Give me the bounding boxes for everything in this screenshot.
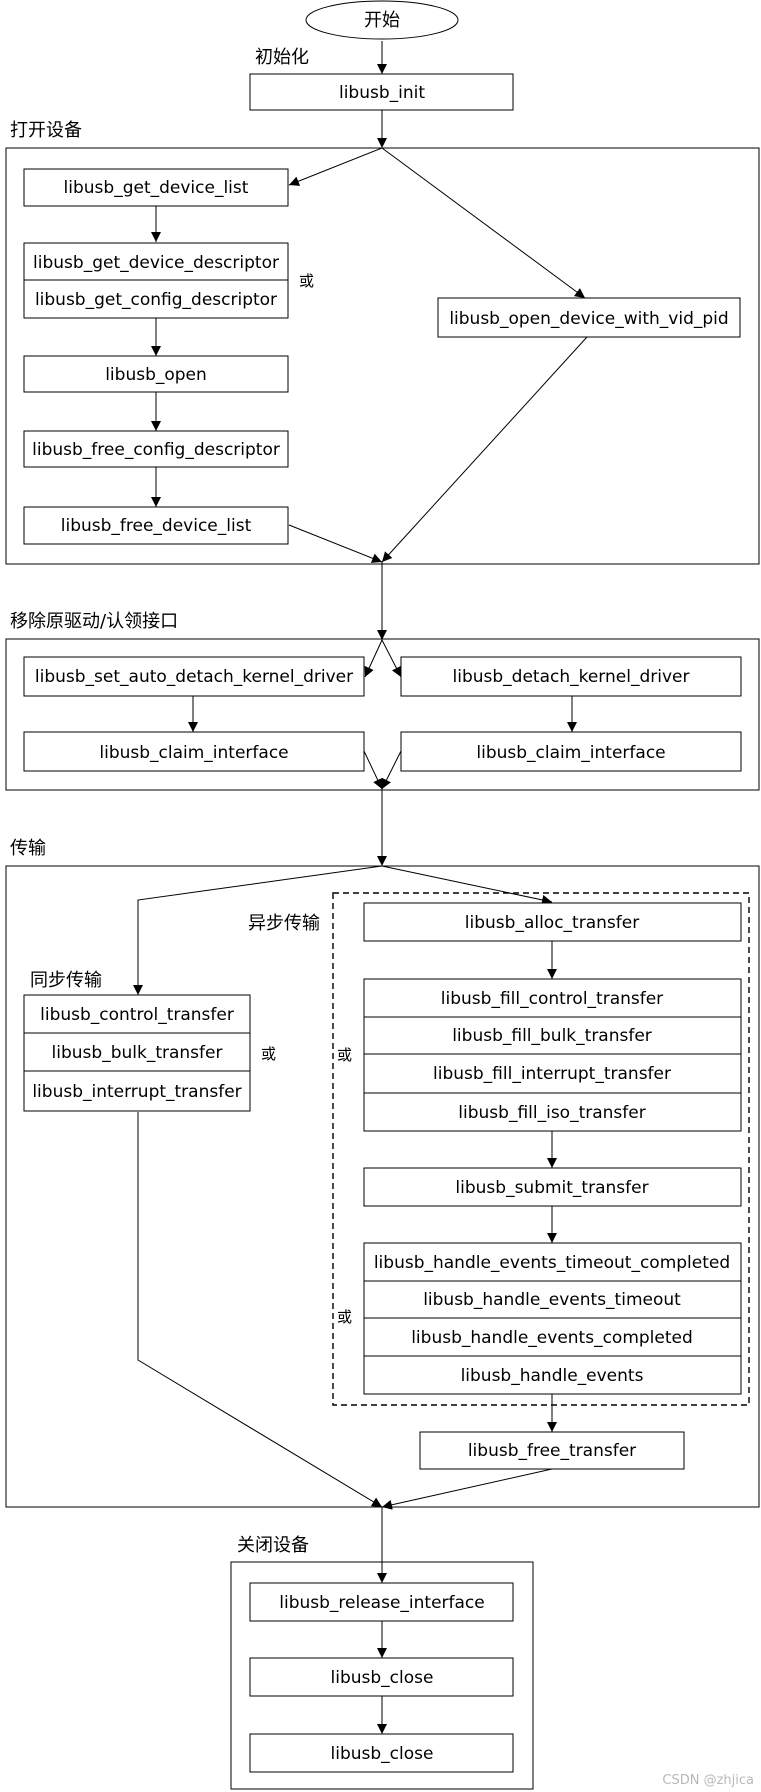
node-alloc-transfer: libusb_alloc_transfer — [465, 913, 639, 933]
node-fill-control-transfer: libusb_fill_control_transfer — [441, 989, 663, 1009]
node-close-2-box — [249, 1733, 514, 1773]
node-interrupt-transfer-box — [23, 1070, 251, 1112]
node-claim-interface-left: libusb_claim_interface — [99, 743, 288, 763]
watermark: CSDN @zhjica — [662, 1773, 754, 1788]
section-title-detach: 移除原驱动/认领接口 — [10, 611, 178, 632]
node-fill-interrupt-transfer: libusb_fill_interrupt_transfer — [433, 1064, 671, 1084]
or-label-fill: 或 — [337, 1046, 352, 1064]
section-title-open: 打开设备 — [10, 120, 82, 141]
node-handle-events: libusb_handle_events — [461, 1366, 644, 1386]
node-interrupt-transfer: libusb_interrupt_transfer — [32, 1082, 241, 1102]
node-free-config-descriptor-box — [23, 430, 289, 468]
node-claim-interface-left-box — [23, 731, 365, 772]
node-free-device-list-box — [23, 506, 289, 545]
start-node — [305, 0, 459, 40]
node-free-transfer: libusb_free_transfer — [468, 1441, 636, 1461]
or-label-sync: 或 — [261, 1045, 276, 1063]
node-fill-iso-transfer-box — [363, 1092, 742, 1132]
node-get-config-descriptor: libusb_get_config_descriptor — [35, 290, 277, 310]
node-fill-bulk-transfer-box — [363, 1016, 742, 1055]
node-detach-kernel-driver-box — [400, 656, 742, 697]
start-label: 开始 — [364, 10, 400, 31]
node-free-device-list: libusb_free_device_list — [61, 516, 252, 536]
node-get-config-descriptor-box — [23, 279, 289, 319]
node-fill-iso-transfer: libusb_fill_iso_transfer — [458, 1103, 645, 1123]
node-fill-interrupt-transfer-box — [363, 1053, 742, 1094]
node-handle-events-box — [363, 1355, 742, 1395]
node-handle-events-completed: libusb_handle_events_completed — [411, 1328, 693, 1348]
connectors — [133, 41, 588, 1734]
node-bulk-transfer-box — [23, 1032, 251, 1072]
section-title-init: 初始化 — [255, 47, 309, 68]
node-submit-transfer: libusb_submit_transfer — [455, 1178, 648, 1198]
section-title-async: 异步传输 — [248, 913, 320, 934]
node-open: libusb_open — [105, 365, 207, 385]
node-get-device-list: libusb_get_device_list — [64, 178, 249, 198]
node-close-2: libusb_close — [331, 1744, 434, 1764]
node-alloc-transfer-box — [363, 902, 742, 942]
node-get-device-descriptor-box — [23, 242, 289, 281]
node-fill-bulk-transfer: libusb_fill_bulk_transfer — [452, 1026, 652, 1046]
or-label-events: 或 — [337, 1308, 352, 1326]
node-control-transfer: libusb_control_transfer — [40, 1005, 234, 1025]
node-set-auto-detach-kernel-driver-box — [23, 656, 365, 697]
node-free-transfer-box — [419, 1431, 685, 1470]
node-free-config-descriptor: libusb_free_config_descriptor — [32, 440, 280, 460]
node-libusb-init: libusb_init — [339, 83, 425, 103]
node-control-transfer-box — [23, 994, 251, 1034]
node-release-interface-box — [249, 1582, 514, 1622]
node-set-auto-detach-kernel-driver: libusb_set_auto_detach_kernel_driver — [35, 667, 353, 687]
node-handle-events-timeout: libusb_handle_events_timeout — [423, 1290, 681, 1310]
section-title-transfer: 传输 — [10, 838, 46, 859]
node-close-1-box — [249, 1657, 514, 1697]
node-libusb-init-box — [249, 73, 514, 111]
node-get-device-descriptor: libusb_get_device_descriptor — [33, 253, 279, 273]
node-submit-transfer-box — [363, 1167, 742, 1207]
node-open-device-with-vid-pid-box — [437, 297, 741, 338]
node-claim-interface-right-box — [400, 731, 742, 772]
async-transfer-group — [332, 892, 750, 1406]
node-release-interface: libusb_release_interface — [279, 1593, 484, 1613]
node-handle-events-timeout-completed: libusb_handle_events_timeout_completed — [374, 1253, 730, 1273]
section-title-close: 关闭设备 — [237, 1535, 309, 1556]
node-open-box — [23, 355, 289, 393]
node-get-device-list-box — [23, 168, 289, 207]
node-close-1: libusb_close — [331, 1668, 434, 1688]
node-claim-interface-right: libusb_claim_interface — [476, 743, 665, 763]
node-handle-events-timeout-completed-box — [363, 1242, 742, 1282]
or-label-descriptor: 或 — [299, 272, 314, 290]
node-bulk-transfer: libusb_bulk_transfer — [52, 1043, 223, 1063]
node-open-device-with-vid-pid: libusb_open_device_with_vid_pid — [449, 309, 728, 329]
node-detach-kernel-driver: libusb_detach_kernel_driver — [453, 667, 690, 687]
section-title-sync: 同步传输 — [30, 970, 102, 991]
